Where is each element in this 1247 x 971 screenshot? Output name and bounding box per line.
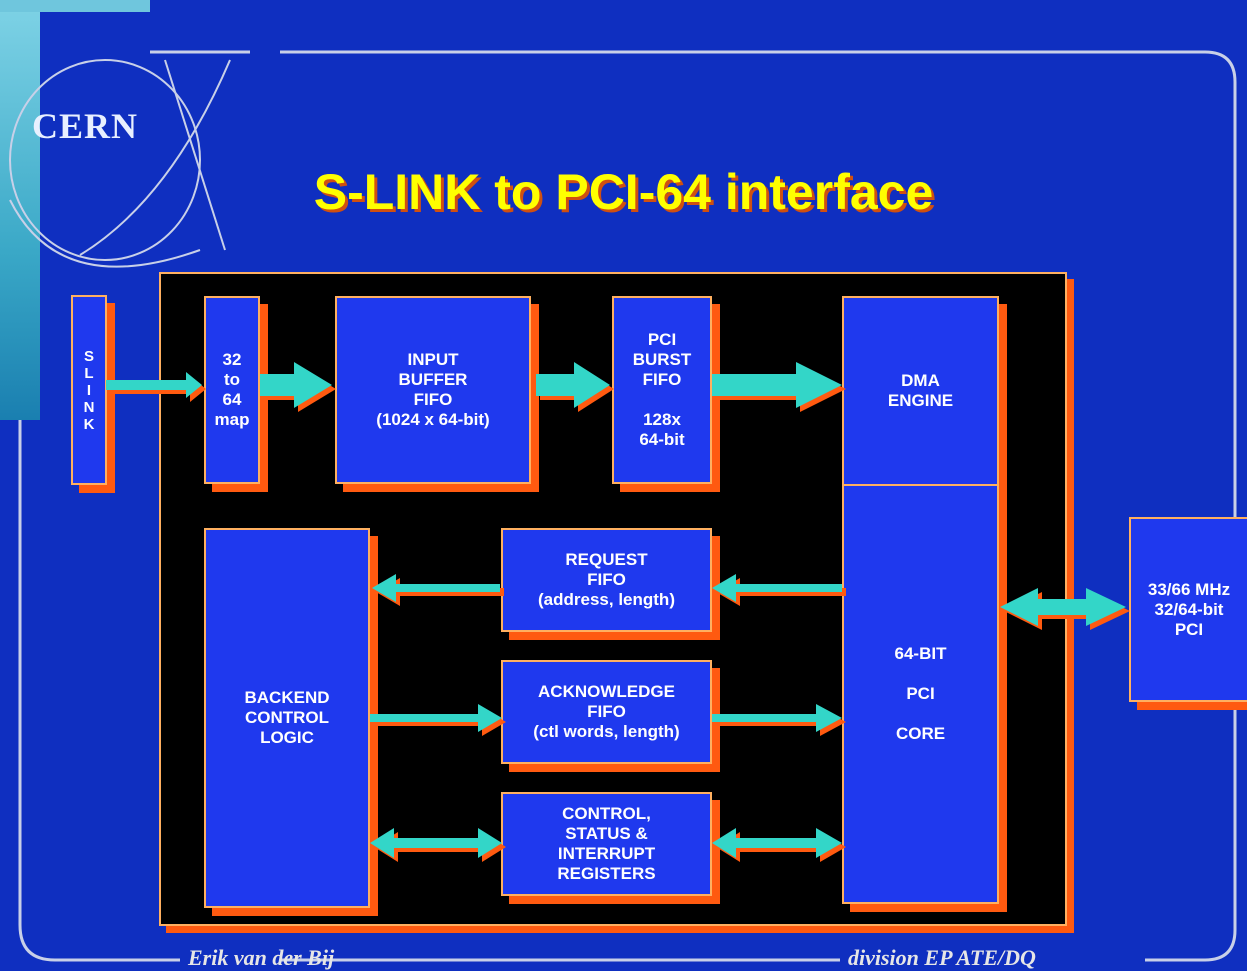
- arrow-slink-to-map: [106, 372, 202, 398]
- input-buffer-fifo-block: INPUT BUFFER FIFO (1024 x 64-bit): [335, 296, 531, 484]
- arrow-request-fifo-to-backend: [372, 574, 500, 602]
- dma-engine-block: DMA ENGINE: [842, 296, 999, 486]
- arrow-backend-registers-bidir: [370, 828, 502, 858]
- arrow-backend-to-ack-fifo: [370, 704, 502, 732]
- arrow-set: [106, 362, 1126, 858]
- cern-logo-text: CERN: [32, 106, 139, 146]
- arrow-burst-fifo-to-dma: [712, 362, 842, 408]
- arrow-registers-core-bidir: [712, 828, 842, 858]
- background-photo-strip: [0, 0, 40, 420]
- pci-core-block: 64-BIT PCI CORE: [842, 484, 999, 904]
- background-photo-top: [0, 0, 150, 12]
- map-32-to-64-block: 32 to 64 map: [204, 296, 260, 484]
- request-fifo-block: REQUEST FIFO (address, length): [501, 528, 712, 632]
- pci-bus-block: 33/66 MHz 32/64-bit PCI: [1129, 517, 1247, 702]
- slide-title: S-LINK to PCI-64 interface: [313, 164, 934, 220]
- acknowledge-fifo-block: ACKNOWLEDGE FIFO (ctl words, length): [501, 660, 712, 764]
- control-status-registers-block: CONTROL, STATUS & INTERRUPT REGISTERS: [501, 792, 712, 896]
- backend-control-logic-block: BACKEND CONTROL LOGIC: [204, 528, 370, 908]
- cern-logo-ring: [9, 59, 201, 261]
- arrow-core-to-request-fifo: [712, 574, 842, 602]
- arrow-ack-fifo-to-core: [712, 704, 842, 732]
- footer-author: Erik van der Bij: [188, 945, 335, 970]
- footer-division: division EP ATE/DQ: [848, 945, 1036, 970]
- arrow-input-fifo-to-burst-fifo: [536, 362, 610, 408]
- arrow-core-pci-bus-bidir: [1000, 588, 1126, 626]
- pci-burst-fifo-block: PCI BURST FIFO 128x 64-bit: [612, 296, 712, 484]
- arrow-map-to-input-fifo: [260, 362, 332, 408]
